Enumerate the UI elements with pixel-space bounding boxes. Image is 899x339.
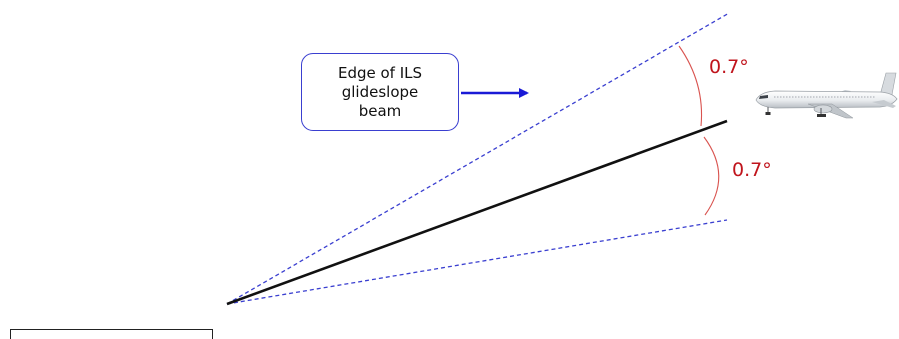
glidepath-centerline	[226, 119, 728, 306]
upper-angle-arc	[678, 45, 703, 127]
upper-beam-edge	[226, 12, 730, 305]
callout-text: Edge of ILS glideslope beam	[337, 63, 423, 120]
lower-angle-label: 0.7°	[732, 159, 772, 181]
lower-beam-edge	[226, 219, 728, 305]
callout-box: Edge of ILS glideslope beam	[301, 53, 459, 131]
bottom-frame-stub	[10, 329, 213, 339]
airliner-icon	[755, 72, 898, 119]
lower-angle-arc	[703, 136, 720, 216]
upper-angle-label: 0.7°	[709, 56, 749, 78]
